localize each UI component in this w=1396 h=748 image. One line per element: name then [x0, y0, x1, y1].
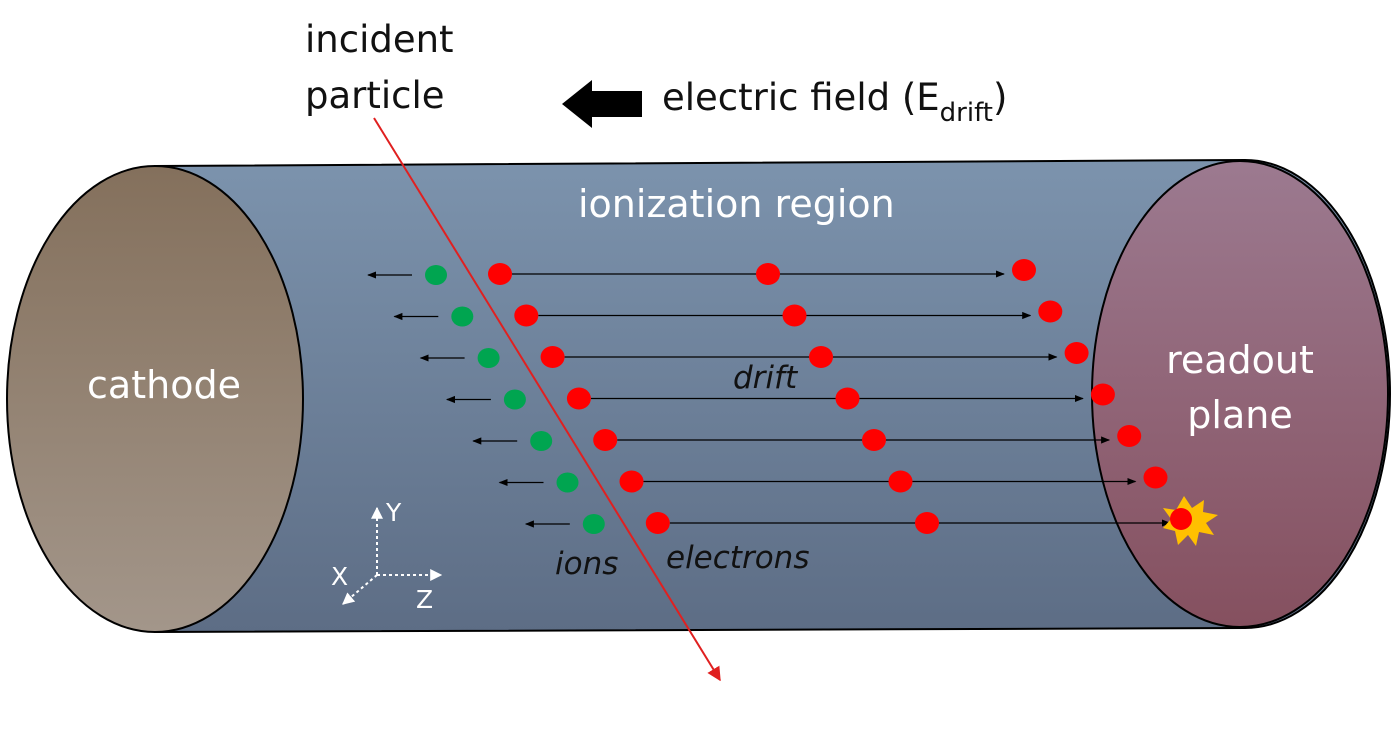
- readout-label-line1: readout: [1166, 338, 1314, 382]
- spark-icon: [1163, 496, 1218, 546]
- electron: [1038, 300, 1063, 323]
- ion: [425, 265, 447, 285]
- electrons-label: electrons: [666, 540, 809, 576]
- ion: [451, 306, 474, 327]
- incident-label-line1: incident: [305, 18, 454, 61]
- electron: [593, 429, 618, 451]
- electron: [1090, 383, 1115, 406]
- electron: [1117, 425, 1142, 447]
- ion: [556, 472, 579, 493]
- ionization-region-label: ionization region: [578, 182, 895, 226]
- electron: [540, 346, 565, 368]
- electron: [566, 387, 591, 410]
- electron: [514, 304, 539, 327]
- incident-particle-track: [373, 117, 721, 682]
- ions-label: ions: [555, 546, 618, 582]
- electron: [782, 304, 807, 327]
- axis-triad-icon: Y X Z: [331, 498, 443, 614]
- electron: [488, 263, 512, 285]
- electron: [1143, 466, 1168, 489]
- axis-x-label: X: [331, 562, 348, 591]
- field-label-subscript: drift: [940, 98, 993, 128]
- incident-label-line2: particle: [305, 74, 445, 117]
- drift-label: drift: [733, 360, 799, 396]
- electron: [888, 470, 913, 493]
- electron: [645, 512, 670, 534]
- electron: [619, 470, 644, 493]
- drift-volume-cylinder: [154, 158, 1391, 634]
- electric-field-label: electric field (Edrift): [662, 76, 1007, 128]
- axis-z-label: Z: [416, 585, 433, 614]
- ion: [582, 514, 605, 534]
- ion: [477, 348, 500, 368]
- ion: [530, 431, 553, 451]
- cathode-disk: [6, 165, 304, 633]
- axis-y-label: Y: [385, 498, 402, 527]
- electron: [915, 512, 939, 534]
- electron: [756, 263, 780, 285]
- readout-label-line2: plane: [1187, 393, 1292, 437]
- field-arrow-icon: [562, 80, 642, 128]
- cathode-label: cathode: [87, 363, 241, 407]
- electron: [862, 429, 886, 451]
- ion: [503, 389, 526, 410]
- electron: [809, 346, 833, 368]
- field-label-main: electric field (E: [662, 76, 940, 119]
- electron: [835, 387, 860, 410]
- drift-rows: [367, 259, 1171, 534]
- electron: [1064, 342, 1089, 364]
- electron: [1012, 259, 1036, 281]
- field-label-close: ): [993, 76, 1007, 119]
